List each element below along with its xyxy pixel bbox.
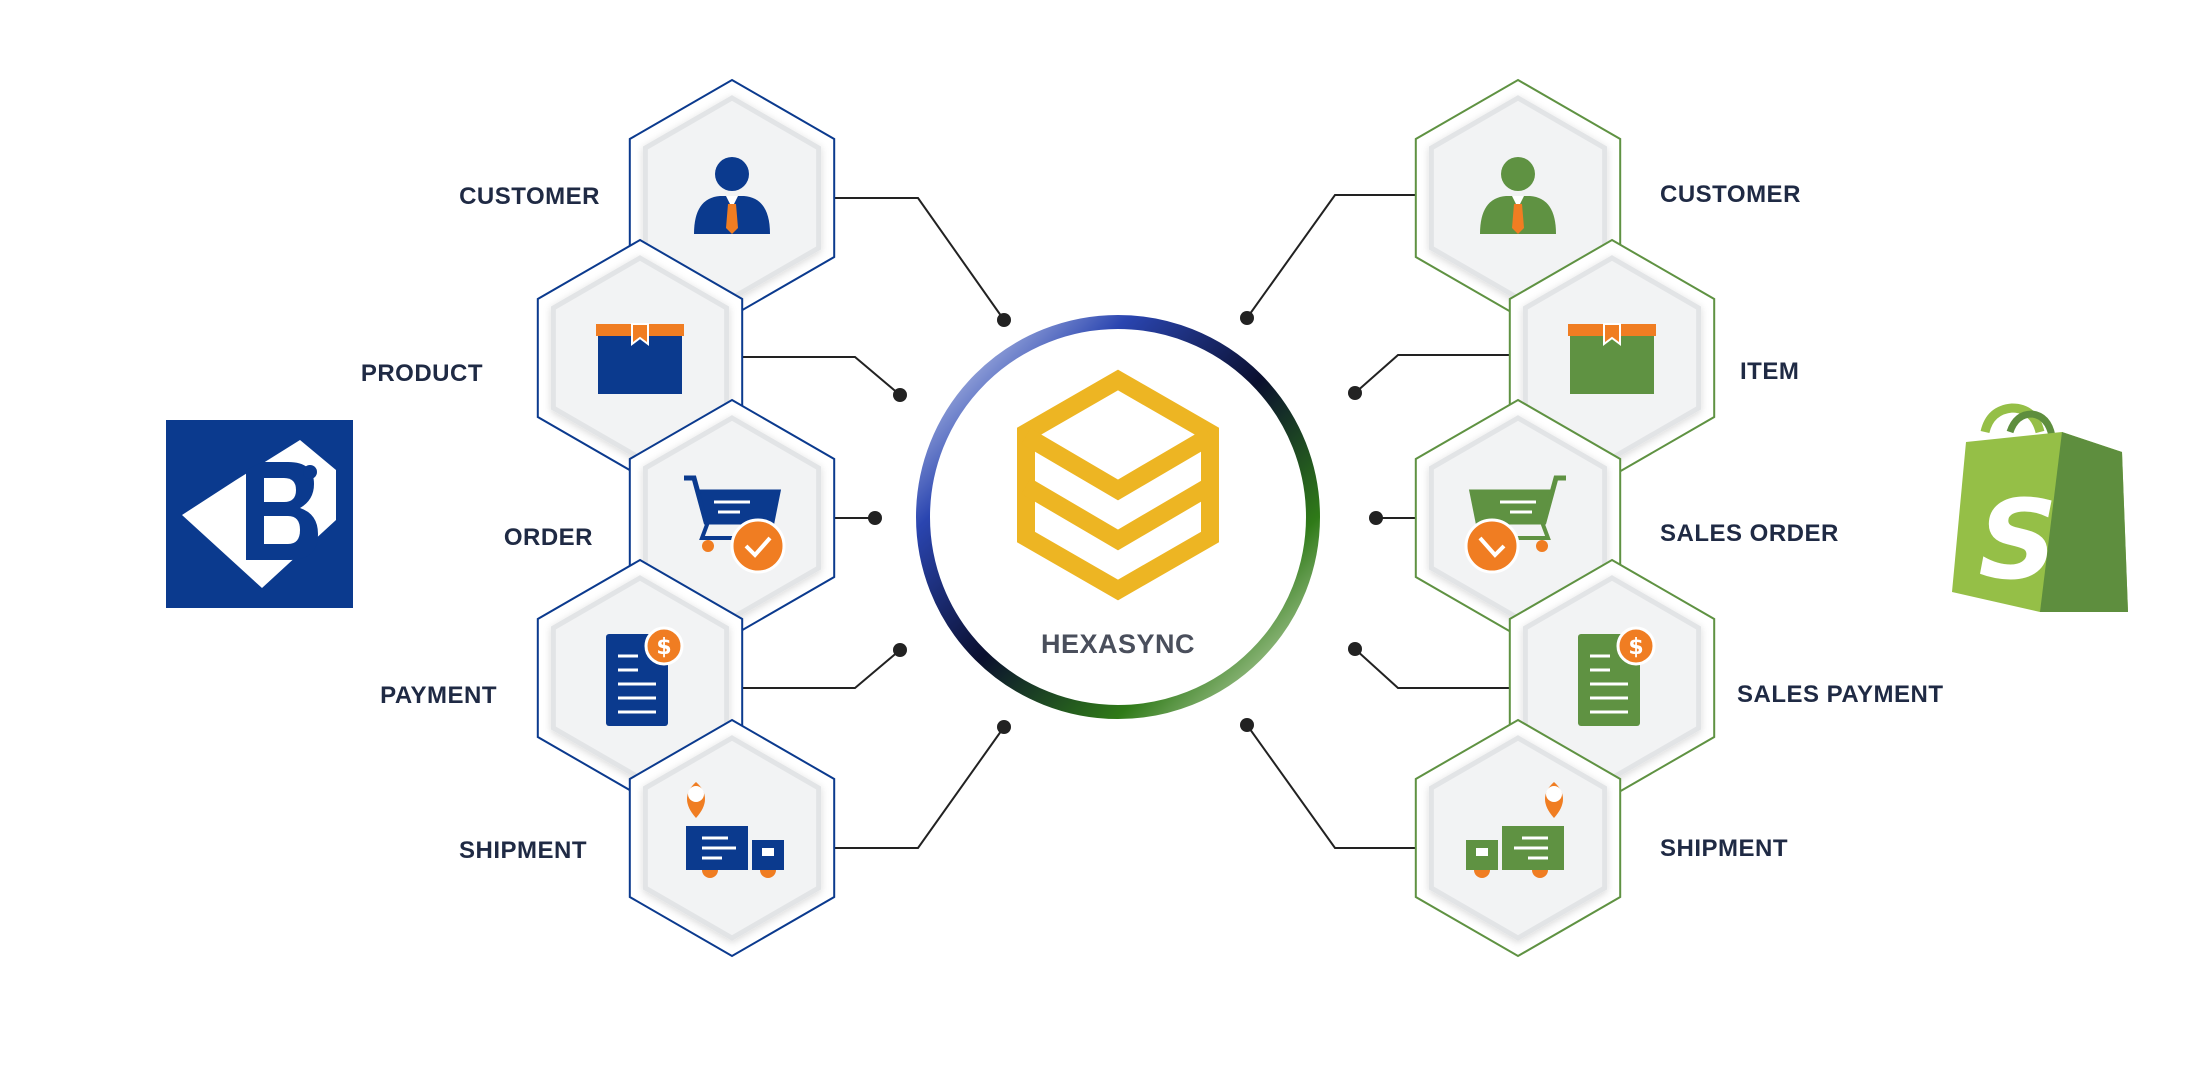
shipment-truck-icon xyxy=(1466,782,1564,878)
right-connector-1 xyxy=(1246,194,1428,319)
left-node-3: ORDER xyxy=(504,398,836,638)
sales-payment-document-icon: $ xyxy=(1578,626,1656,726)
left-label-5: SHIPMENT xyxy=(459,837,587,864)
left-connector-5 xyxy=(822,726,1005,849)
sales-order-cart-icon xyxy=(1464,475,1566,574)
right-node-3: SALES ORDER xyxy=(1414,398,1839,638)
right-label-1: CUSTOMER xyxy=(1660,181,1801,208)
shopify-s-glyph: S xyxy=(1978,476,2057,604)
left-connector-dot-4 xyxy=(893,643,907,657)
item-box-icon xyxy=(1568,323,1656,394)
right-label-4: SALES PAYMENT xyxy=(1737,681,1944,708)
hexasync-label: HEXASYNC xyxy=(1041,629,1195,659)
right-node-2: ITEM xyxy=(1508,238,1799,478)
right-connector-dot-3 xyxy=(1369,511,1383,525)
right-connector-dot-1 xyxy=(1240,311,1254,325)
product-box-icon xyxy=(596,323,684,394)
right-node-1: CUSTOMER xyxy=(1414,78,1801,318)
right-hexagon-stack: CUSTOMER ITEM SALES ORDER $ SALES PAYMENT SHI… xyxy=(1414,78,1944,958)
right-connector-dot-5 xyxy=(1240,718,1254,732)
shopify-logo: S xyxy=(1952,403,2128,612)
hexasync-logo-icon xyxy=(1017,369,1219,601)
left-connector-dot-5 xyxy=(997,720,1011,734)
right-connector-dot-2 xyxy=(1348,386,1362,400)
right-node-4: $ SALES PAYMENT xyxy=(1508,558,1944,798)
left-label-4: PAYMENT xyxy=(380,682,497,709)
left-node-2: PRODUCT xyxy=(361,238,744,478)
right-node-5: SHIPMENT xyxy=(1414,718,1788,958)
left-connector-dot-2 xyxy=(893,388,907,402)
svg-text:$: $ xyxy=(656,635,671,660)
svg-text:$: $ xyxy=(1628,635,1643,660)
left-node-4: $ PAYMENT xyxy=(380,558,744,798)
shipment-truck-icon xyxy=(686,782,784,878)
right-connector-4 xyxy=(1354,648,1520,689)
left-label-2: PRODUCT xyxy=(361,360,483,387)
order-cart-icon xyxy=(684,475,786,574)
left-hexagon-stack: CUSTOMER PRODUCT ORDER $ PAYMENT SHIPMENT xyxy=(361,78,836,958)
connector-lines xyxy=(730,194,1520,849)
right-connector-5 xyxy=(1246,724,1428,849)
hexasync-hub: HEXASYNC xyxy=(916,315,1320,719)
right-label-5: SHIPMENT xyxy=(1660,835,1788,862)
left-node-5: SHIPMENT xyxy=(459,718,836,958)
customer-icon xyxy=(694,157,770,234)
bigcommerce-logo xyxy=(166,420,353,608)
left-connector-1 xyxy=(822,197,1005,321)
left-connector-dot-1 xyxy=(997,313,1011,327)
left-connector-dot-3 xyxy=(868,511,882,525)
left-label-1: CUSTOMER xyxy=(459,183,600,210)
right-connector-dot-4 xyxy=(1348,642,1362,656)
left-node-1: CUSTOMER xyxy=(459,78,836,318)
customer-icon xyxy=(1480,157,1556,234)
left-label-3: ORDER xyxy=(504,524,593,551)
right-connector-2 xyxy=(1354,354,1520,394)
right-label-3: SALES ORDER xyxy=(1660,520,1839,547)
right-label-2: ITEM xyxy=(1740,358,1799,385)
left-connector-2 xyxy=(730,356,901,396)
payment-document-icon: $ xyxy=(606,626,684,726)
left-connector-4 xyxy=(730,649,901,689)
